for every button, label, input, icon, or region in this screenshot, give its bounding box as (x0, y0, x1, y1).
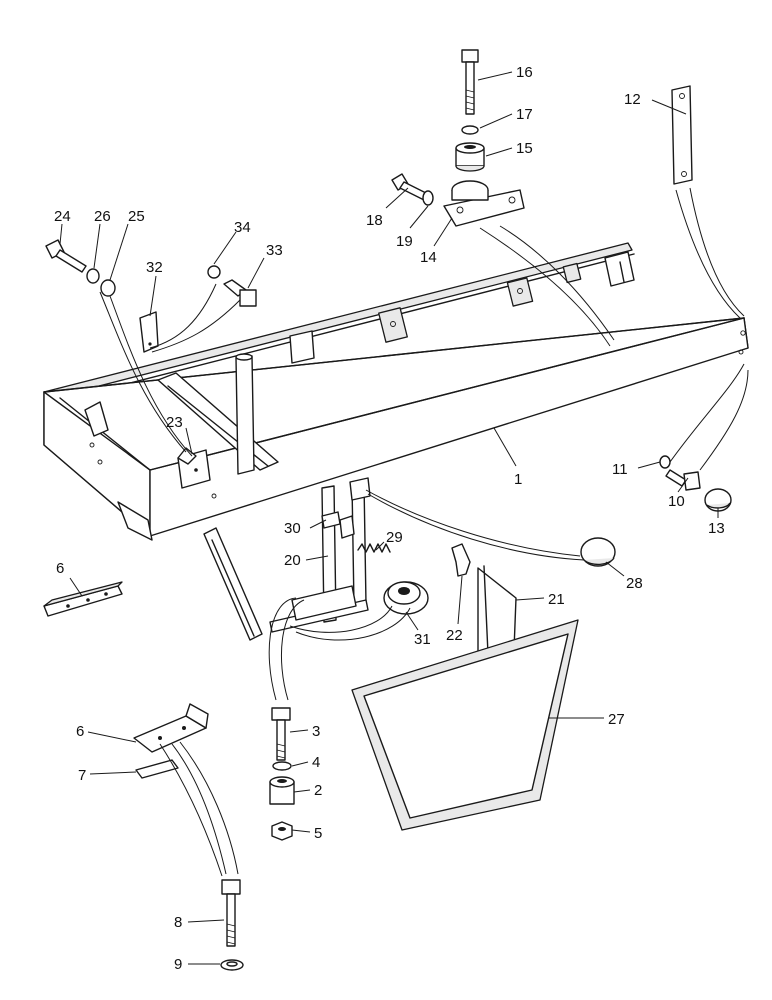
assembly-lines (99, 187, 749, 877)
label-31: 31 (414, 631, 431, 648)
main-frame (43, 242, 749, 541)
label-28: 28 (626, 575, 643, 592)
label-7: 7 (78, 767, 86, 784)
link-plate (671, 85, 693, 185)
label-25: 25 (128, 208, 145, 225)
label-32: 32 (146, 259, 163, 276)
label-34: 34 (234, 219, 251, 236)
nut (271, 821, 293, 841)
label-23: 23 (166, 414, 183, 431)
washer (220, 959, 244, 971)
label-22: 22 (446, 627, 463, 644)
label-16: 16 (516, 64, 533, 81)
washer (86, 268, 100, 284)
plate (135, 759, 179, 779)
label-10: 10 (668, 493, 685, 510)
bush (455, 142, 485, 172)
label-27: 27 (608, 711, 625, 728)
label-9: 9 (174, 956, 182, 973)
rubber-bush (269, 776, 295, 805)
part-labels: 16 17 15 12 18 19 14 24 26 25 34 33 32 2… (54, 64, 725, 973)
label-6-lower: 6 (76, 723, 84, 740)
label-1: 1 (514, 471, 522, 488)
label-13: 13 (708, 520, 725, 537)
bolt (223, 279, 257, 307)
washer (461, 125, 479, 135)
leader-lines (59, 71, 719, 965)
label-6-upper: 6 (56, 560, 64, 577)
label-26: 26 (94, 208, 111, 225)
washer (659, 455, 671, 469)
angle-bracket-upper (43, 581, 123, 617)
sub-frame (203, 477, 371, 641)
angle-bracket-lower (133, 703, 209, 753)
label-19: 19 (396, 233, 413, 250)
washer (272, 761, 292, 771)
label-21: 21 (548, 591, 565, 608)
bolt (461, 49, 479, 115)
washer (100, 279, 116, 297)
label-15: 15 (516, 140, 533, 157)
label-11: 11 (612, 461, 628, 478)
label-18: 18 (366, 212, 383, 229)
bolt (271, 707, 291, 761)
label-24: 24 (54, 208, 71, 225)
bolt (221, 879, 241, 947)
bolt (665, 469, 701, 491)
cap-plug (580, 537, 616, 567)
end-cap (704, 488, 732, 512)
label-30: 30 (284, 520, 301, 537)
mounting-bracket (177, 447, 211, 489)
label-8: 8 (174, 914, 182, 931)
label-14: 14 (420, 249, 437, 266)
floor-mat (351, 619, 579, 831)
bolt (45, 239, 87, 273)
label-2: 2 (314, 782, 322, 799)
label-20: 20 (284, 552, 301, 569)
clip (451, 543, 471, 577)
washer (207, 265, 221, 279)
spring (357, 543, 391, 553)
label-12: 12 (624, 91, 641, 108)
label-3: 3 (312, 723, 320, 740)
washer (422, 190, 434, 206)
label-33: 33 (266, 242, 283, 259)
label-17: 17 (516, 106, 533, 123)
pivot-bracket (443, 180, 525, 227)
label-5: 5 (314, 825, 322, 842)
label-29: 29 (386, 529, 403, 546)
label-4: 4 (312, 754, 320, 771)
